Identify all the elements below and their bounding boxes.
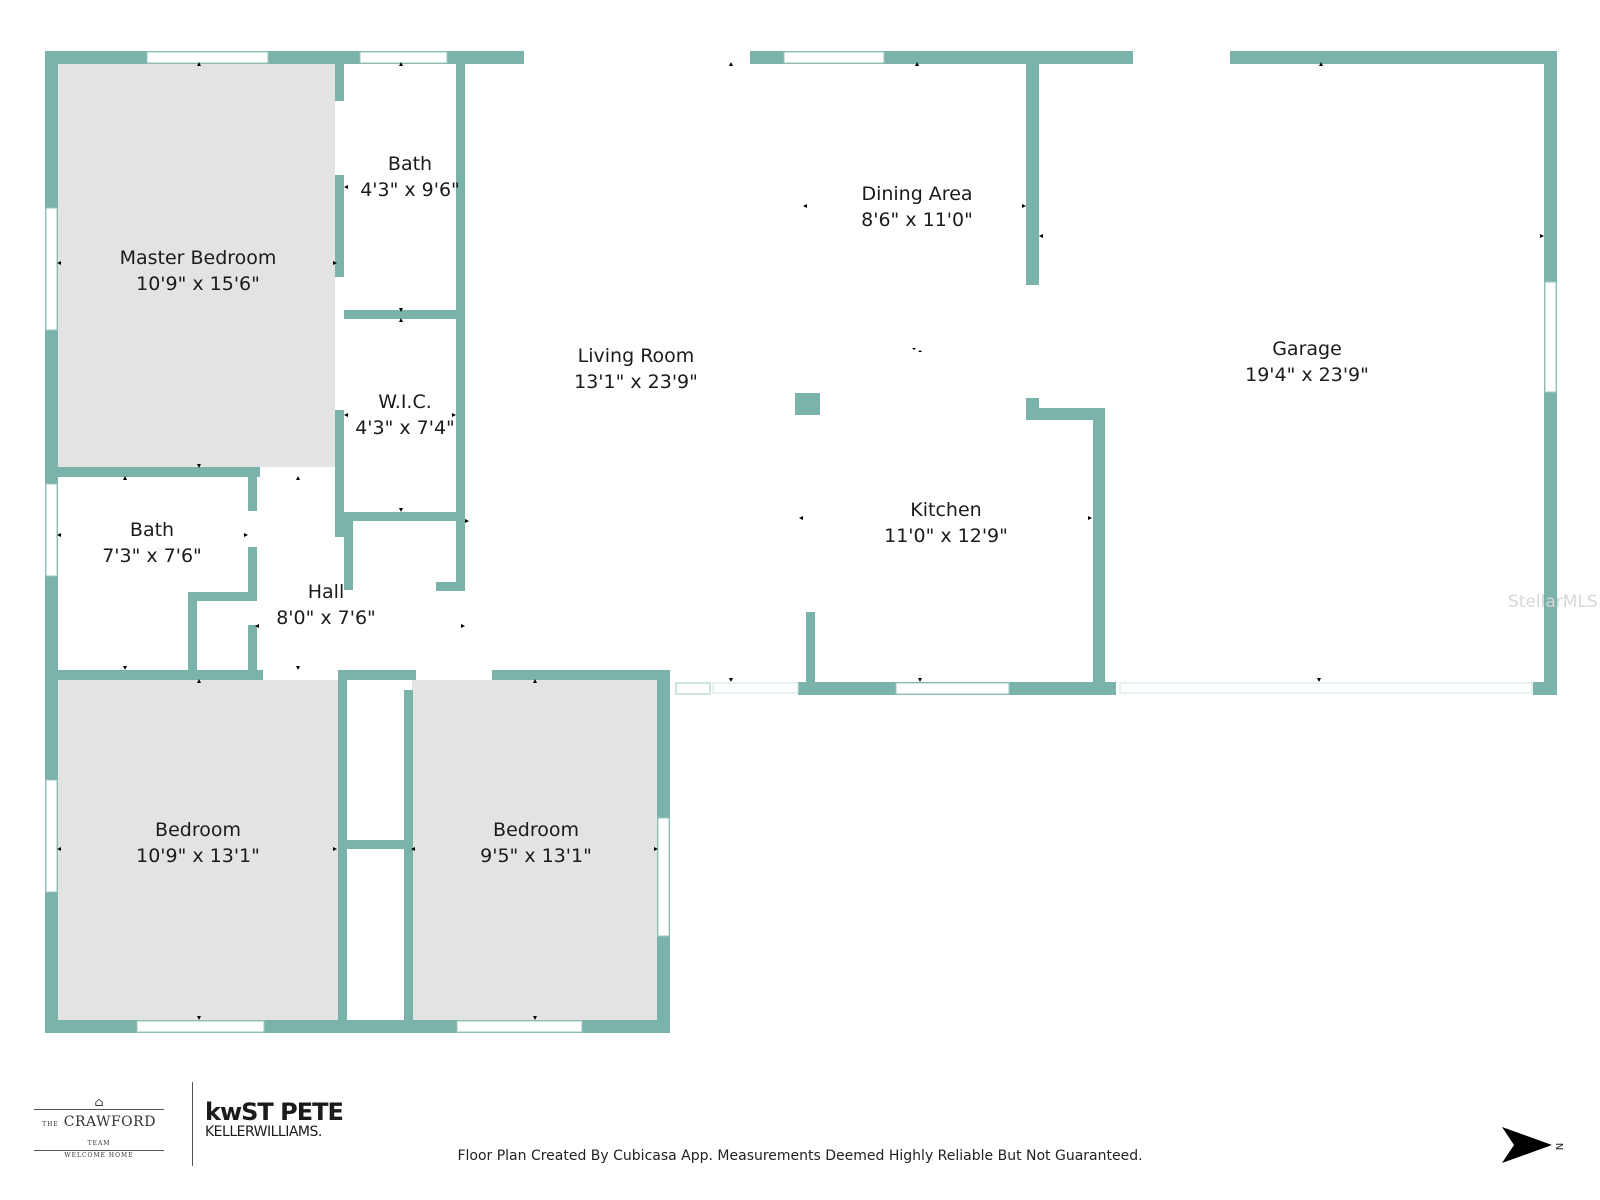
room-labels: Master Bedroom 10'9" x 15'6" Bath 4'3" x… [102,153,1369,867]
window [146,51,269,64]
room-name-bedroom-3: Bedroom [493,819,579,841]
room-name-kitchen: Kitchen [910,499,981,521]
logo-rule [34,1109,164,1110]
window [456,1020,583,1033]
window [1544,281,1557,393]
window [359,51,448,64]
window [657,817,670,937]
crawford-team-logo: ⌂ THE CRAWFORD TEAM WELCOME HOME [34,1096,164,1159]
kw-st-pete-logo: kwST PETE KELLERWILLIAMS. [205,1098,344,1140]
kw-line2: KELLERWILLIAMS. [205,1124,322,1140]
room-name-dining-area: Dining Area [861,183,972,205]
room-name-bath-hall: Bath [130,519,174,541]
window [45,779,58,893]
logo-rule [34,1150,164,1151]
north-arrow-icon [1502,1127,1552,1163]
window [45,207,58,331]
house-icon: ⌂ [94,1095,104,1109]
room-dims-bedroom-3: 9'5" x 13'1" [480,845,592,867]
crawford-name: CRAWFORD [63,1114,156,1130]
window [45,483,58,577]
window [895,682,1010,695]
room-name-garage: Garage [1272,338,1342,360]
stellar-mls-watermark: StellarMLS [1508,592,1598,612]
room-name-hall: Hall [308,581,345,603]
bedroom-2-floor [58,680,338,1020]
footer-disclaimer: Floor Plan Created By Cubicasa App. Meas… [457,1148,1143,1164]
room-name-wic: W.I.C. [378,391,432,413]
room-name-living-room: Living Room [578,345,695,367]
room-dims-wic: 4'3" x 7'4" [355,417,455,439]
room-dims-kitchen: 11'0" x 12'9" [884,525,1008,547]
master-bedroom-floor [58,63,335,467]
logo-divider [192,1082,193,1166]
bedroom-3-floor [412,680,659,1020]
room-dims-dining-area: 8'6" x 11'0" [861,209,973,231]
room-dims-garage: 19'4" x 23'9" [1245,364,1369,386]
shaded-floors [58,63,659,1020]
window [675,682,711,695]
window [136,1020,265,1033]
room-dims-master-bedroom: 10'9" x 15'6" [136,273,260,295]
crawford-team: TEAM [87,1140,111,1147]
room-name-master-bedroom: Master Bedroom [120,247,277,269]
window [783,51,885,64]
windows [45,51,1557,1033]
kw-line1: kwST PETE [205,1098,344,1126]
crawford-top: THE [42,1121,59,1128]
room-dims-living-room: 13'1" x 23'9" [574,371,698,393]
room-dims-bath-master: 4'3" x 9'6" [360,179,460,201]
room-dims-hall: 8'0" x 7'6" [276,607,376,629]
room-dims-bath-hall: 7'3" x 7'6" [102,545,202,567]
room-dims-bedroom-2: 10'9" x 13'1" [136,845,260,867]
crawford-tagline: WELCOME HOME [64,1152,134,1159]
compass-label: N [1553,1142,1565,1151]
garage-door [712,682,1533,694]
dimension-markers [57,62,1544,1020]
crawford-name-line: THE CRAWFORD TEAM [34,1111,164,1149]
room-name-bedroom-2: Bedroom [155,819,241,841]
room-name-bath-master: Bath [388,153,432,175]
